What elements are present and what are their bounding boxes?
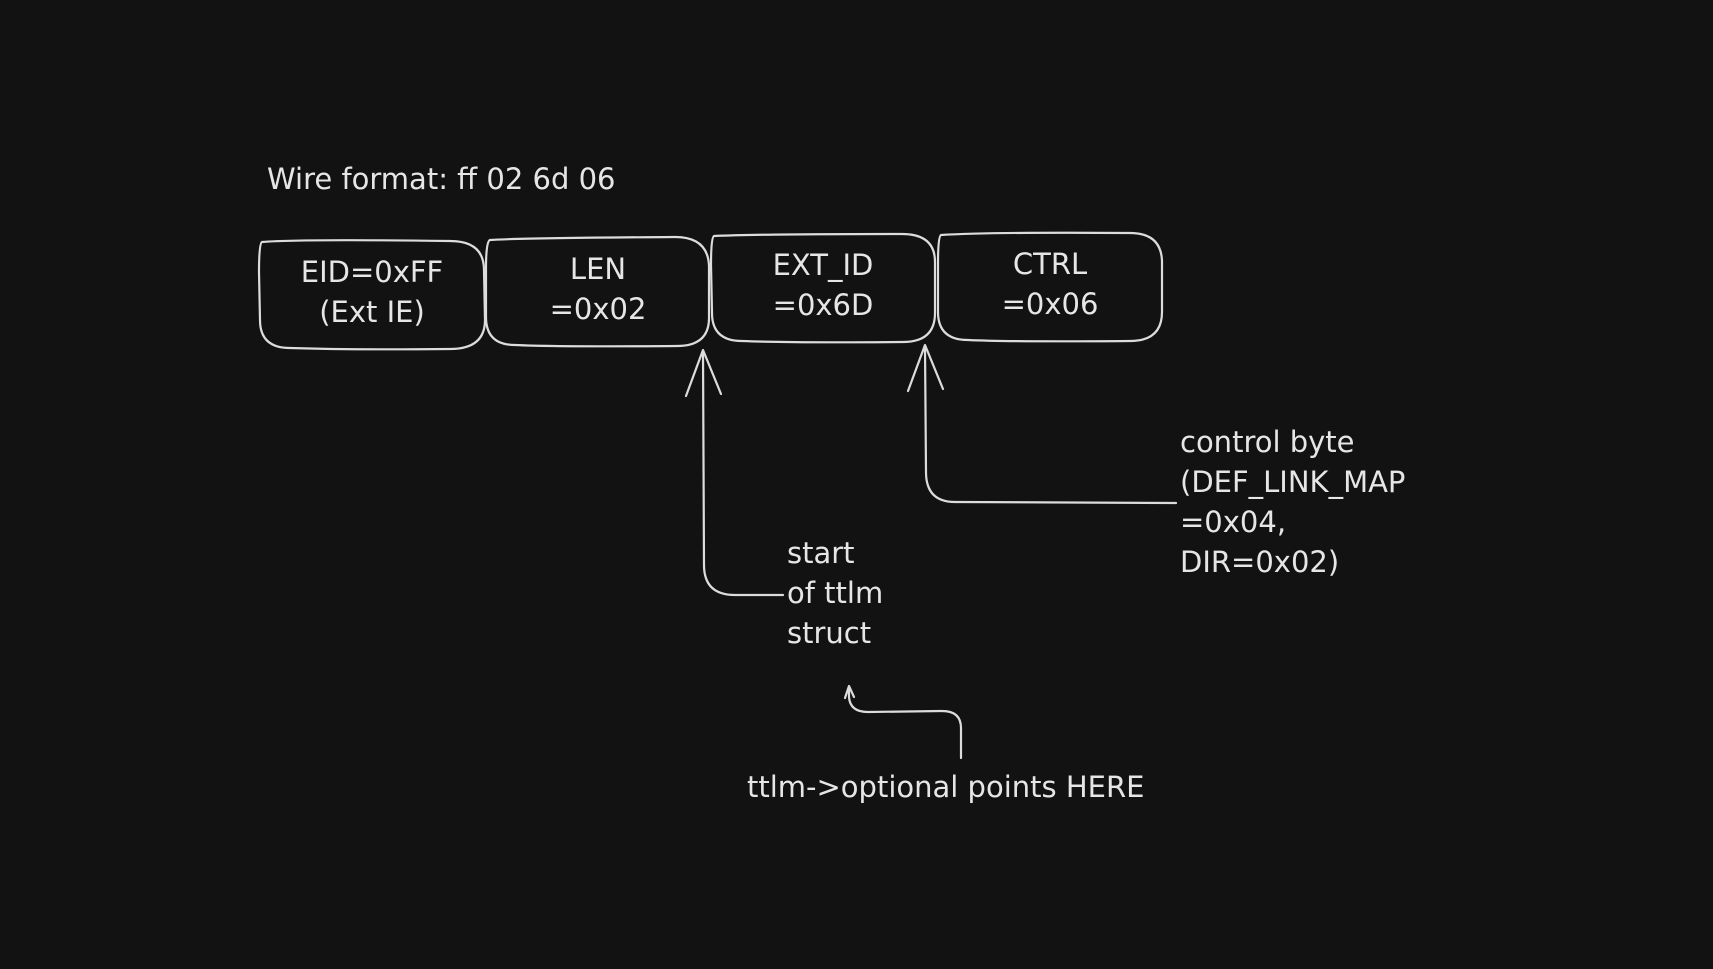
start-struct-line1: start bbox=[787, 536, 855, 570]
control-byte-line1: control byte bbox=[1180, 425, 1355, 459]
field-box-ctrl: CTRL =0x06 bbox=[936, 231, 1164, 343]
control-byte-line2: (DEF_LINK_MAP bbox=[1180, 465, 1405, 499]
control-byte-arrow bbox=[906, 343, 1178, 505]
control-byte-line4: DIR=0x02) bbox=[1180, 545, 1339, 579]
field-len-line1: LEN bbox=[570, 252, 626, 286]
field-box-eid: EID=0xFF (Ext IE) bbox=[257, 239, 487, 351]
field-box-ext-id: EXT_ID =0x6D bbox=[709, 232, 937, 344]
start-struct-arrow bbox=[684, 348, 785, 597]
control-byte-annotation: control byte (DEF_LINK_MAP =0x04, DIR=0x… bbox=[1180, 425, 1405, 579]
field-ctrl-line2: =0x06 bbox=[1002, 287, 1099, 321]
field-box-len: LEN =0x02 bbox=[484, 235, 711, 348]
field-eid-line2: (Ext IE) bbox=[319, 295, 425, 329]
field-ext-id-line2: =0x6D bbox=[773, 288, 874, 322]
start-struct-line2: of ttlm bbox=[787, 576, 883, 610]
field-eid-line1: EID=0xFF bbox=[301, 255, 443, 289]
diagram-title: Wire format: ff 02 6d 06 bbox=[267, 162, 615, 196]
field-ctrl-line1: CTRL bbox=[1013, 247, 1087, 281]
start-struct-line3: struct bbox=[787, 616, 871, 650]
optional-pointer-arrow bbox=[843, 684, 963, 760]
optional-pointer-label: ttlm->optional points HERE bbox=[747, 770, 1144, 804]
field-len-line2: =0x02 bbox=[550, 292, 647, 326]
start-struct-annotation: start of ttlm struct bbox=[787, 536, 883, 650]
control-byte-line3: =0x04, bbox=[1180, 505, 1286, 539]
field-ext-id-line1: EXT_ID bbox=[773, 248, 874, 282]
